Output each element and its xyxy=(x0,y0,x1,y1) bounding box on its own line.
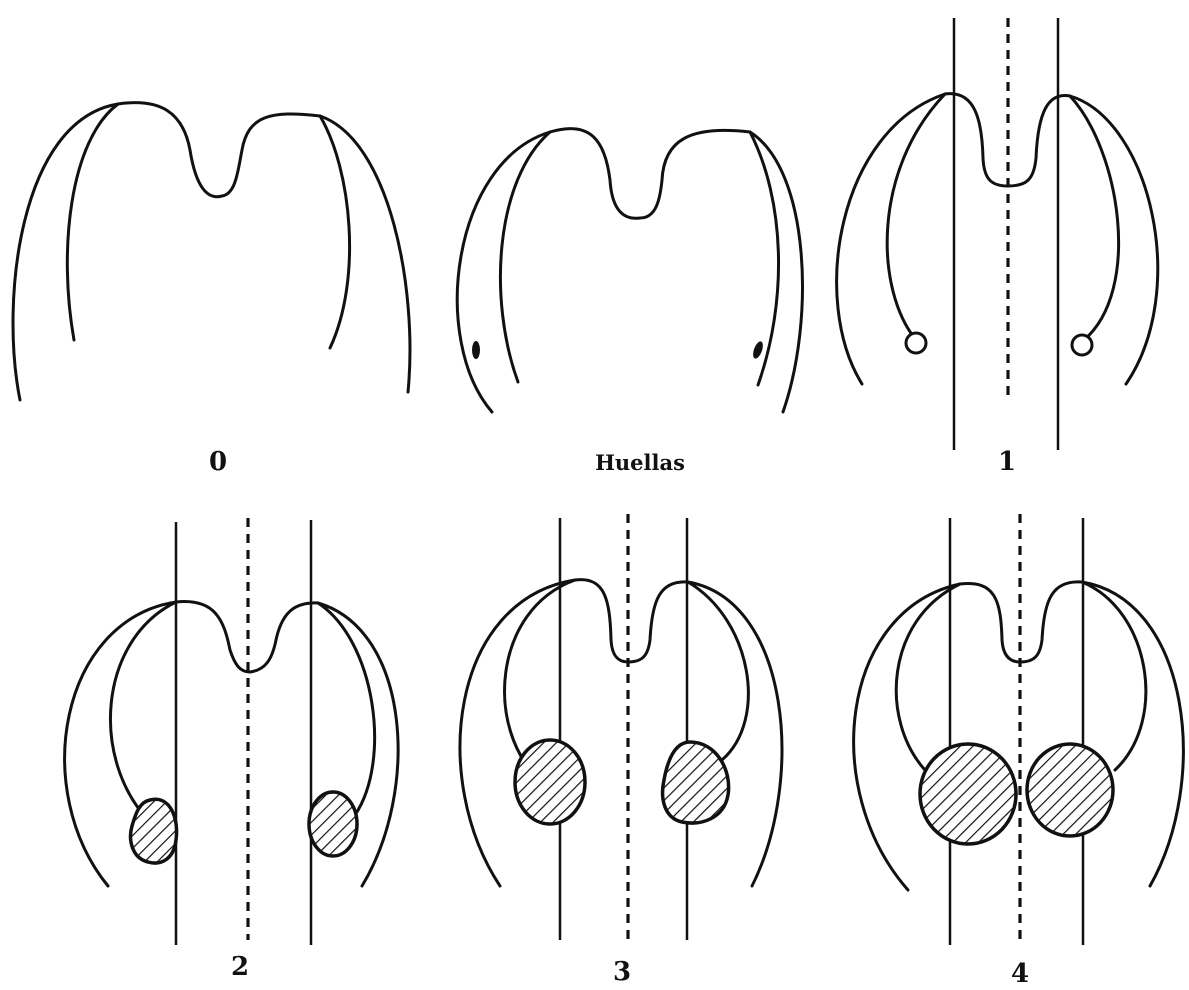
outer-contour-left xyxy=(457,132,550,412)
dorsal-notch xyxy=(575,580,688,662)
inner-contour-left xyxy=(887,94,945,340)
outer-contour-left xyxy=(837,94,945,384)
outer-contour-right xyxy=(1082,582,1183,886)
lesion-left xyxy=(131,799,177,863)
lesion-right xyxy=(1027,744,1113,836)
outer-contour-left xyxy=(854,584,960,890)
outer-contour-right xyxy=(750,132,802,412)
panel-huellas xyxy=(457,129,802,412)
panel-grade-1 xyxy=(837,18,1158,450)
dorsal-notch xyxy=(118,103,320,197)
dorsal-notch xyxy=(550,129,750,219)
inner-contour-right xyxy=(320,116,350,348)
panel-grade-0 xyxy=(13,103,410,400)
panel-label-grade-1: 1 xyxy=(998,447,1016,477)
panel-grade-4 xyxy=(854,514,1184,945)
outer-contour-right xyxy=(320,116,410,392)
panel-label-grade-0: 0 xyxy=(209,447,227,477)
trace-mark-left xyxy=(472,341,480,359)
inner-contour-left xyxy=(110,602,176,822)
small-lesion-right xyxy=(1072,335,1092,355)
lesion-left xyxy=(515,740,585,824)
panel-label-huellas: Huellas xyxy=(595,450,685,475)
trace-mark-right xyxy=(751,340,765,360)
outer-contour-left xyxy=(13,104,118,400)
inner-contour-right xyxy=(1070,96,1119,340)
outer-contour-left xyxy=(460,580,575,886)
panel-grade-3 xyxy=(460,514,782,940)
inner-contour-right xyxy=(750,132,779,385)
panel-label-grade-3: 3 xyxy=(613,957,631,987)
lesion-right xyxy=(663,742,729,823)
dorsal-notch xyxy=(945,94,1070,186)
lesion-left xyxy=(920,744,1016,844)
inner-contour-left xyxy=(67,104,118,340)
inner-contour-left xyxy=(500,132,550,382)
panel-grade-2 xyxy=(65,518,398,945)
small-lesion-left xyxy=(906,333,926,353)
panel-label-grade-4: 4 xyxy=(1011,959,1029,989)
outer-contour-right xyxy=(688,582,782,886)
panel-label-grade-2: 2 xyxy=(231,952,249,982)
lesion-right xyxy=(309,792,357,856)
